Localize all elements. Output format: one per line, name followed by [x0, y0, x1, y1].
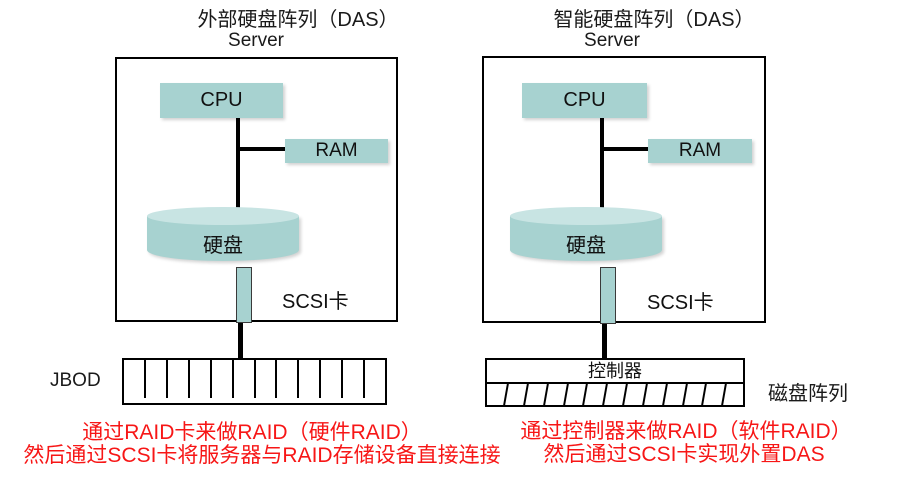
right-disk-label: 硬盘	[566, 235, 606, 257]
right-cpu-box: CPU	[522, 83, 647, 118]
left-disk-cylinder: 硬盘	[147, 207, 299, 261]
disk-slot	[343, 360, 366, 398]
left-cpu-ram-line	[236, 147, 286, 151]
left-storage-label: JBOD	[50, 370, 101, 391]
jbod-slots	[124, 360, 385, 403]
controller-label: 控制器	[487, 360, 743, 384]
disk-slot	[124, 360, 146, 398]
right-disk-cylinder: 硬盘	[510, 207, 662, 261]
disk-slot	[168, 360, 190, 398]
left-scsi-storage-line	[238, 323, 243, 358]
right-note-line-1: 通过控制器来做RAID（软件RAID）	[520, 420, 852, 443]
disk-slot	[146, 360, 168, 398]
right-scsi-label: SCSI卡	[647, 292, 714, 314]
left-disk-cylinder-top	[147, 207, 299, 225]
disk-slot	[365, 360, 385, 398]
disk-slot	[299, 360, 322, 398]
disk-slot	[277, 360, 300, 398]
left-note-line-1: 通过RAID卡来做RAID（硬件RAID）	[82, 421, 422, 444]
right-disk-cylinder-top	[510, 207, 662, 225]
left-cpu-box: CPU	[160, 83, 283, 118]
disk-slot	[234, 360, 256, 398]
left-scsi-card	[236, 267, 252, 323]
right-cpu-disk-line	[600, 118, 604, 210]
left-cpu-disk-line	[236, 118, 240, 210]
left-note-line-2: 然后通过SCSI卡将服务器与RAID存储设备直接连接	[23, 444, 501, 467]
disk-slot	[190, 360, 212, 398]
left-ram-box: RAM	[285, 139, 388, 163]
left-server-label: Server	[228, 30, 284, 51]
jbod-box	[122, 358, 387, 405]
disk-array-slots	[487, 384, 743, 405]
right-cpu-ram-line	[600, 147, 650, 151]
right-note-line-2: 然后通过SCSI卡实现外置DAS	[543, 443, 825, 466]
right-ram-box: RAM	[648, 139, 752, 163]
disk-slot	[256, 360, 278, 398]
disk-slot	[723, 384, 743, 405]
controller-box: 控制器	[485, 358, 745, 407]
right-storage-label: 磁盘阵列	[768, 383, 848, 405]
right-panel-title: 智能硬盘阵列（DAS）	[553, 9, 755, 31]
right-server-label: Server	[584, 30, 640, 51]
left-disk-label: 硬盘	[203, 235, 243, 257]
left-scsi-label: SCSI卡	[282, 291, 349, 313]
disk-slot	[212, 360, 234, 398]
left-panel-title: 外部硬盘阵列（DAS）	[197, 9, 399, 31]
right-scsi-card	[600, 267, 616, 324]
right-scsi-storage-line	[602, 324, 607, 358]
disk-slot	[321, 360, 344, 398]
